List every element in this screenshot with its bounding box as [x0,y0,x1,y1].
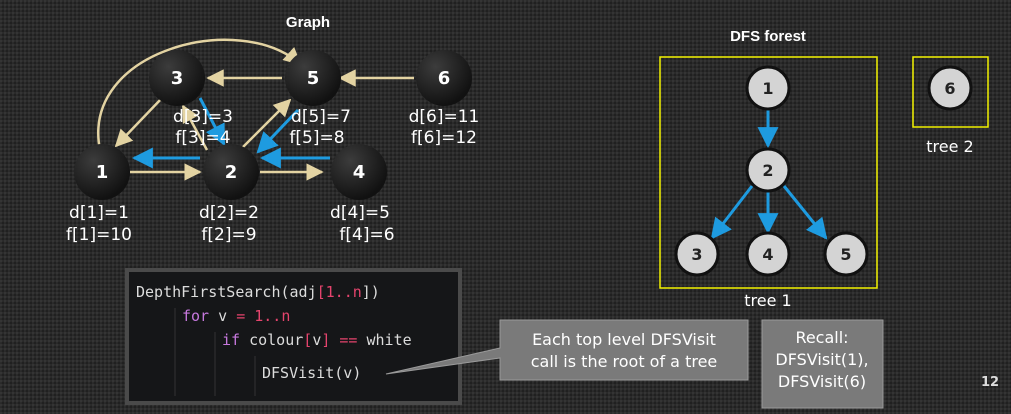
forest-node-5: 5 [823,231,869,277]
forest-node-1-label: 1 [762,79,773,98]
code-line-3: if colour[v] == white [222,331,412,349]
code-token: ] [321,331,330,349]
code-line-1: DepthFirstSearch(adj[1..n]) [136,283,380,301]
graph-node-5: 5 [285,50,341,106]
forest-node-4-label: 4 [762,245,773,264]
code-token: = [236,307,245,325]
page-number: 12 [981,375,999,390]
tree-2-box [912,56,989,128]
edge-2-to-3 [181,104,209,151]
code-token: == [330,331,366,349]
code-token: for [182,307,209,325]
recall-line-1: Recall: [795,328,848,347]
code-token: [ [317,283,326,301]
recall-line-3: DFSVisit(6) [778,372,866,391]
forest-node-3: 3 [674,231,720,277]
code-token: DepthFirstSearch [136,283,281,301]
forest-node-6: 6 [927,65,973,111]
graph-node-4: 4 [331,144,387,200]
edge-2-to-5 [239,98,292,151]
graph-node-3-label: 3 [171,68,184,89]
graph-node-5-label: 5 [307,68,320,89]
code-line-2: for v = 1..n [182,307,290,325]
graph-node-2-label: 2 [225,162,238,183]
tree-2-label: tree 2 [926,137,973,156]
node-3-discovery: d[3]=3 [173,107,233,127]
callout-line-2: call is the root of a tree [531,352,718,371]
node-5-discovery: d[5]=7 [291,107,351,127]
code-token: white [367,331,412,349]
recall-line-2: DFSVisit(1), [775,350,868,369]
callout: Each top level DFSVisit call is the root… [385,319,749,381]
code-token: v [343,364,352,382]
code-block: DepthFirstSearch(adj[1..n]) for v = 1..n… [125,268,462,405]
node-6-discovery: d[6]=11 [409,107,480,127]
node-1-finish: f[1]=10 [66,225,132,245]
graph-diagram: Graph [66,14,479,245]
node-2-finish: f[2]=9 [201,225,256,245]
code-token: v [312,331,321,349]
graph-node-2: 2 [203,144,259,200]
code-token: if [222,331,240,349]
callout-line-1: Each top level DFSVisit [532,330,716,349]
code-token: ) [352,364,361,382]
edge-3-to-1 [114,97,163,148]
code-token: ]) [362,283,380,301]
tree-edge-2-5 [782,185,828,240]
forest-node-5-label: 5 [840,245,851,264]
tree-edge-2-3 [710,185,754,240]
forest-node-6-label: 6 [944,79,955,98]
recall-box: Recall: DFSVisit(1), DFSVisit(6) [761,319,884,409]
code-token: [ [303,331,312,349]
forest-node-3-label: 3 [691,245,702,264]
code-token: adj [290,283,317,301]
code-token: ( [334,364,343,382]
tree-1-label: tree 1 [744,291,791,310]
forest-node-2: 2 [745,147,791,193]
graph-title: Graph [286,14,330,31]
graph-node-6-label: 6 [438,68,451,89]
node-1-discovery: d[1]=1 [69,203,129,223]
code-line-4: DFSVisit(v) [262,364,361,382]
graph-node-4-label: 4 [353,162,366,183]
edge-3-to-2-tree [198,97,226,146]
code-token: v [209,307,236,325]
code-token: ( [281,283,290,301]
forest-node-1: 1 [745,65,791,111]
code-token: 1..n [245,307,290,325]
forest-node-2-label: 2 [762,161,773,180]
code-token: DFSVisit [262,364,334,382]
node-4-discovery: d[4]=5 [330,203,390,223]
edge-1-to-5 [97,38,302,151]
code-token: 1..n [326,283,362,301]
graph-node-1: 1 [74,144,130,200]
node-2-discovery: d[2]=2 [199,203,259,223]
graph-node-6: 6 [416,50,472,106]
graph-node-1-label: 1 [96,162,109,183]
node-3-finish: f[3]=4 [175,128,230,148]
node-4-finish: f[4]=6 [339,225,394,245]
graph-node-3: 3 [149,50,205,106]
tree-1-box [659,56,878,289]
forest-title: DFS forest [730,28,806,45]
edge-5-to-2-tree [256,108,300,154]
node-5-finish: f[5]=8 [289,128,344,148]
node-6-finish: f[6]=12 [411,128,477,148]
dfs-forest: DFS forest 1 2 3 4 5 6 [659,28,989,310]
code-token: colour [240,331,303,349]
forest-node-4: 4 [745,231,791,277]
graph-edges [97,38,414,181]
